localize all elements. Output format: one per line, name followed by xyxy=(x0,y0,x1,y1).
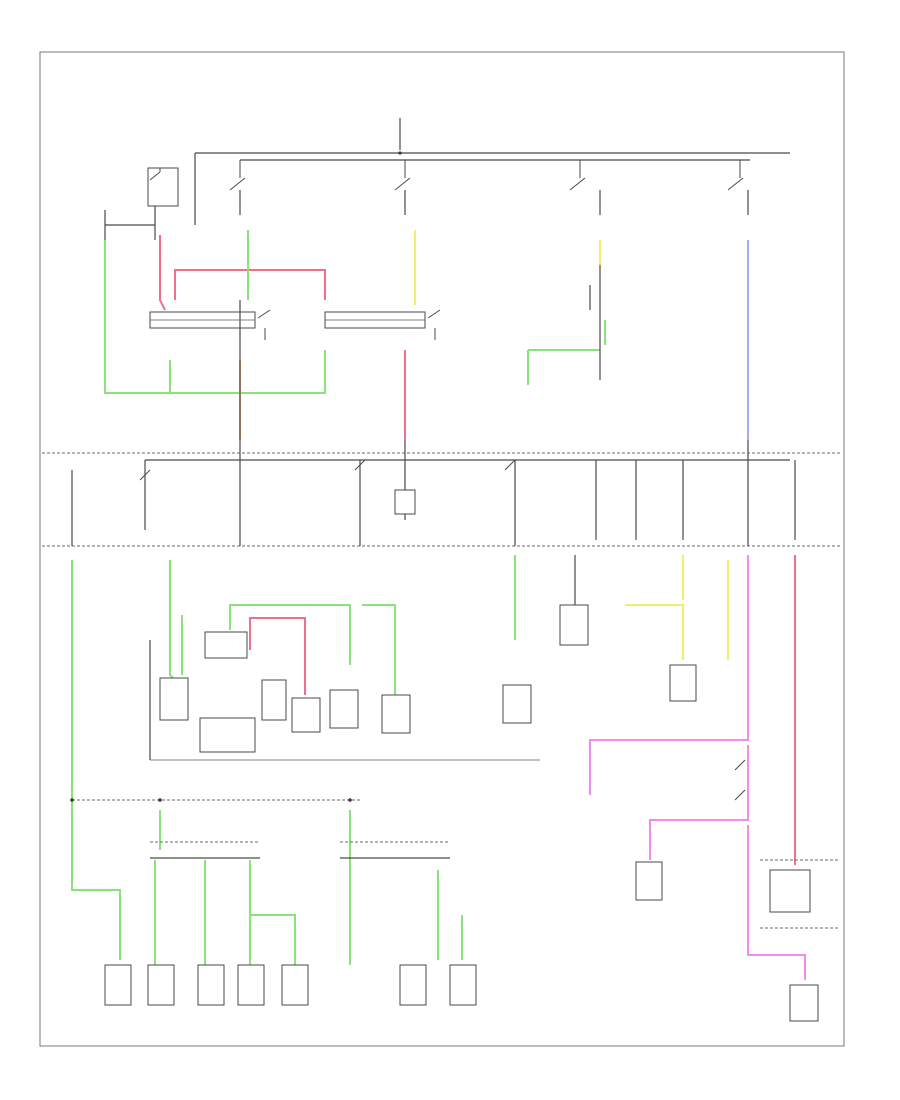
lower-bus xyxy=(70,798,360,802)
diagram-frame xyxy=(39,51,845,1047)
relay-switches xyxy=(229,160,749,215)
top-left-relay-box xyxy=(104,167,179,240)
middle-relay-blocks xyxy=(149,309,441,340)
middle-right-components xyxy=(502,555,729,724)
upper-colored-wires xyxy=(104,230,749,440)
bottom-left-wiring xyxy=(104,810,477,1006)
power-bus xyxy=(194,118,790,225)
lower-left-circuits xyxy=(71,560,540,960)
right-side-circuits xyxy=(589,555,840,1022)
fuse-block-row xyxy=(71,440,796,546)
